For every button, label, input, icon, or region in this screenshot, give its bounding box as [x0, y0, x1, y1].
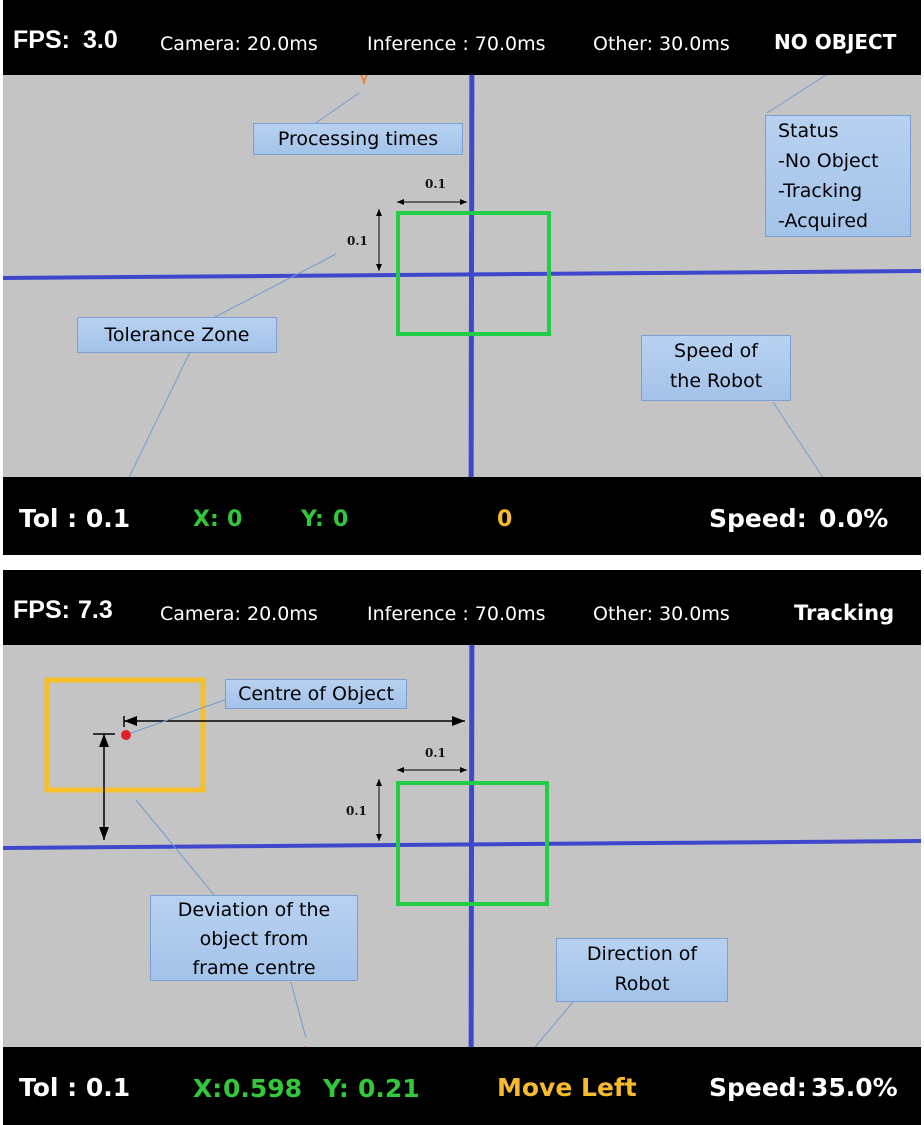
fps-label: FPS:: [13, 26, 70, 54]
frame-panel-tracking: 0.1 0.1 FPS: 7.3 Camera: 20.0ms Inferenc…: [3, 570, 921, 1125]
fps-label: FPS:: [13, 596, 70, 624]
dimension-label-horizontal: 0.1: [425, 746, 446, 760]
callout-speed-line: the Robot: [669, 370, 763, 392]
leader-line-status: [766, 72, 830, 114]
leader-line-deviation-values: [290, 981, 307, 1039]
leader-line-tol-value: [117, 351, 191, 501]
x-deviation: 0.598: [223, 1074, 303, 1103]
dimension-label-horizontal: 0.1: [425, 177, 446, 191]
x-deviation: 0: [227, 507, 243, 532]
horizontal-axis: [3, 269, 921, 280]
dimension-label-vertical: 0.1: [346, 804, 367, 818]
arrowhead: [99, 827, 109, 840]
arrowhead: [376, 209, 382, 216]
leader-line-deviation: [135, 799, 216, 897]
arrowhead: [460, 767, 467, 773]
bottom-status-bar: Tol : 0.1 X: 0.598 Y: 0.21 Move Left Spe…: [3, 1047, 921, 1125]
tolerance-zone-box: [396, 781, 549, 906]
x-label: X:: [193, 507, 219, 532]
top-status-bar: FPS: 7.3 Camera: 20.0ms Inference : 70.0…: [3, 570, 921, 645]
y-label: Y:: [301, 507, 324, 532]
robot-direction: 0: [497, 507, 513, 532]
vertical-axis: [468, 0, 475, 555]
arrowhead: [397, 767, 404, 773]
speed-value: 0.0%: [819, 504, 889, 533]
y-deviation: 0: [333, 507, 349, 532]
arrowhead: [397, 199, 404, 205]
camera-time: Camera: 20.0ms: [160, 33, 318, 55]
other-time: Other: 30.0ms: [593, 603, 730, 625]
callout-deviation-line: Deviation of the: [177, 899, 331, 921]
tolerance-value: Tol : 0.1: [19, 504, 131, 533]
tolerance-value: Tol : 0.1: [19, 1073, 131, 1102]
callout-direction-line: Direction of: [586, 943, 698, 965]
callout-processing-times: Processing times: [253, 123, 463, 155]
y-label: Y:: [323, 1074, 349, 1103]
robot-direction: Move Left: [497, 1073, 637, 1102]
arrowhead: [376, 779, 382, 786]
fps-value: 3.0: [83, 26, 118, 54]
callout-deviation-line: object from: [199, 928, 309, 950]
callout-status-line: -Tracking: [778, 180, 863, 202]
x-label: X:: [193, 1074, 223, 1103]
arrowhead: [452, 716, 465, 726]
arrowhead: [376, 834, 382, 841]
callout-speed-line: Speed of: [674, 340, 758, 362]
callout-status-line: -Acquired: [778, 210, 869, 232]
y-deviation: 0.21: [358, 1074, 420, 1103]
arrowhead: [460, 199, 467, 205]
bottom-status-bar: Tol : 0.1 X: 0 Y: 0 0 Speed: 0.0%: [3, 477, 921, 555]
horizontal-axis: [3, 839, 921, 850]
leader-line-centre: [130, 695, 237, 734]
vertical-axis: [468, 570, 475, 1125]
callout-deviation: Deviation of the object from frame centr…: [150, 895, 358, 981]
object-bounding-box: [44, 677, 206, 793]
speed-value: 35.0%: [811, 1073, 898, 1102]
callout-status: Status -No Object -Tracking -Acquired: [765, 115, 911, 237]
leader-line-speed: [772, 401, 831, 489]
callout-tolerance-zone: Tolerance Zone: [77, 317, 277, 353]
inference-time: Inference : 70.0ms: [367, 33, 546, 55]
top-status-bar: FPS: 3.0 Camera: 20.0ms Inference : 70.0…: [3, 0, 921, 75]
inference-time: Inference : 70.0ms: [367, 603, 546, 625]
leader-line-processing: [312, 92, 360, 126]
callout-deviation-line: frame centre: [192, 957, 316, 979]
callout-status-line: Status: [778, 120, 839, 142]
leader-line-tolerance: [212, 253, 337, 319]
callout-centre-of-object: Centre of Object: [225, 679, 407, 709]
callout-direction-line: Robot: [614, 973, 670, 995]
arrowhead: [376, 264, 382, 271]
object-centre-dot: [121, 730, 131, 740]
speed-label: Speed:: [709, 504, 807, 533]
callout-robot-speed: Speed of the Robot: [641, 335, 791, 401]
speed-label: Speed:: [709, 1073, 807, 1102]
tracking-status: NO OBJECT: [774, 30, 897, 54]
tracking-status: Tracking: [794, 601, 895, 625]
callout-direction: Direction of Robot: [556, 938, 728, 1002]
frame-overlay: 0.1 0.1: [3, 0, 921, 555]
callout-status-line: -No Object: [778, 150, 879, 172]
arrowhead: [124, 716, 137, 726]
tolerance-zone-box: [396, 211, 551, 336]
dimension-label-vertical: 0.1: [347, 234, 368, 248]
camera-time: Camera: 20.0ms: [160, 603, 318, 625]
frame-panel-no-object: 0.1 0.1 FPS: 3.0 Camera: 20.0ms Inferenc…: [3, 0, 921, 555]
frame-overlay: 0.1 0.1: [3, 570, 921, 1125]
arrowhead: [99, 734, 109, 747]
fps-value: 7.3: [78, 596, 113, 624]
other-time: Other: 30.0ms: [593, 33, 730, 55]
